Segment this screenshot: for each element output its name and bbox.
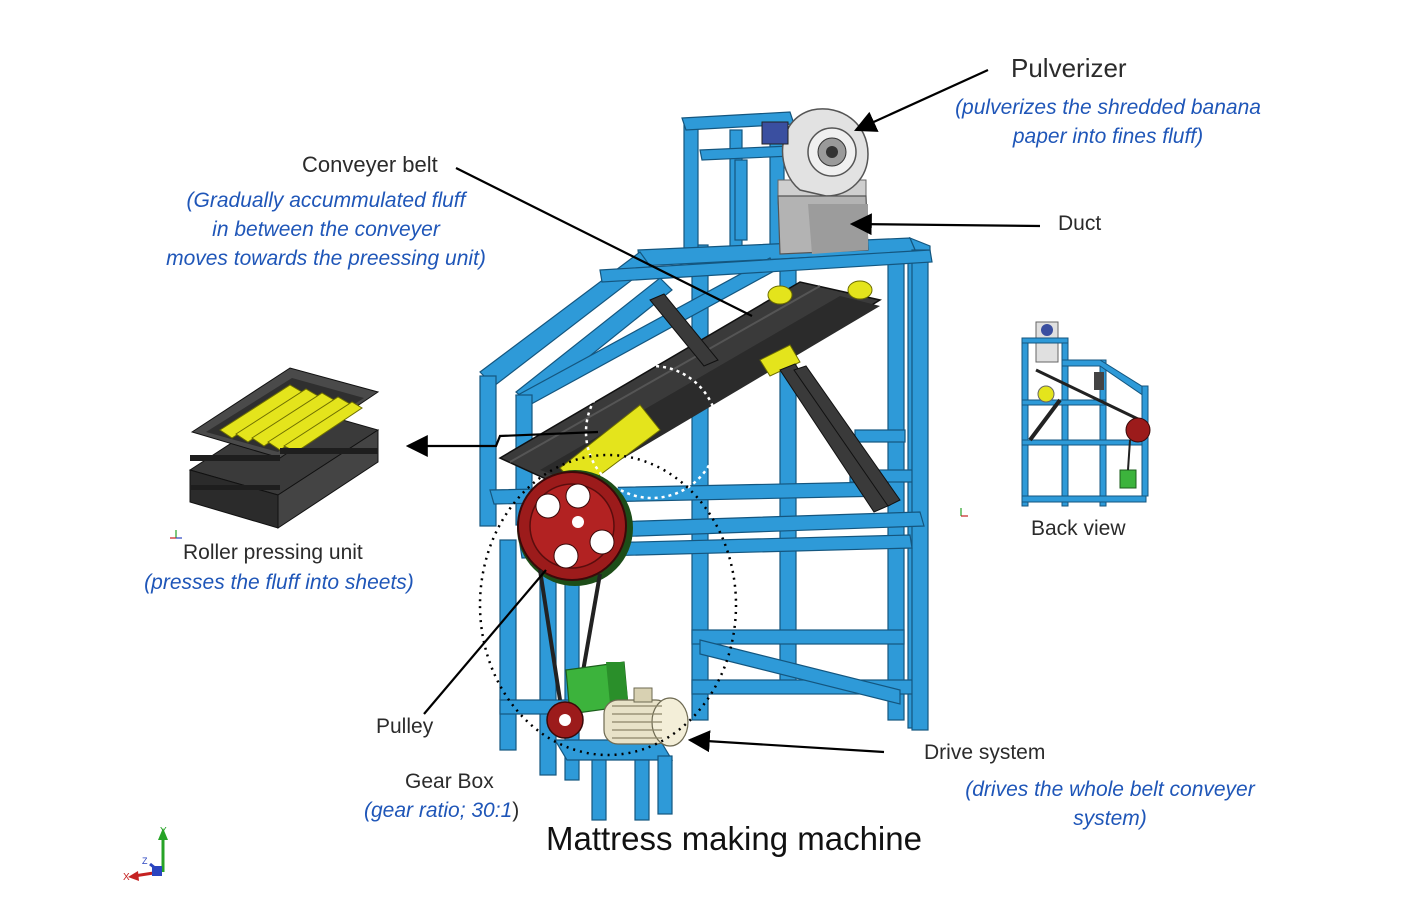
axis-z-label: Z (142, 856, 148, 866)
drive-arrow (687, 730, 885, 754)
pulverizer-label: Pulverizer (1011, 53, 1127, 83)
diagram-title: Mattress making machine (546, 820, 922, 857)
motor (603, 687, 689, 747)
small-axis-triad-b (960, 508, 968, 517)
main-machine (478, 108, 933, 821)
roller-unit-highlight (584, 364, 720, 500)
gear-box (546, 661, 629, 739)
roller-arrow (405, 430, 599, 457)
drive-desc-line: system) (1073, 807, 1147, 830)
conveyor-rollers (559, 280, 873, 491)
roller-label: Roller pressing unit (183, 541, 363, 564)
duct-arrow (849, 213, 1041, 236)
leader-lines (405, 68, 1041, 754)
pulverizer-desc-line: paper into fines fluff) (1012, 125, 1204, 148)
diagonal-struts (649, 293, 901, 513)
drive-highlight (478, 453, 738, 757)
big-pulley (517, 470, 633, 586)
small-axis-triad-a (170, 530, 182, 539)
drive-desc: (drives the whole belt conveyer system) (948, 775, 1272, 833)
conveyer-desc-line: (Gradually accummulated fluff (186, 189, 466, 212)
roller-desc-line: (presses the fluff into sheets) (144, 571, 414, 594)
duct-label: Duct (1058, 212, 1102, 235)
axis-triad: Y X Z (123, 826, 168, 883)
gearbox-label: Gear Box (405, 770, 494, 793)
roller-desc: (presses the fluff into sheets) (128, 568, 430, 597)
pulverizer-arrow (853, 68, 989, 132)
conveyer-desc: (Gradually accummulated fluff in between… (150, 186, 502, 273)
pulverizer-desc-line: (pulverizes the shredded banana (955, 96, 1261, 119)
conveyer-leader (455, 167, 753, 317)
axis-x-label: X (123, 872, 130, 883)
pulverizer-desc: (pulverizes the shredded banana paper in… (940, 93, 1276, 151)
gearbox-desc: (gear ratio; 30:1) (364, 796, 519, 825)
duct (777, 195, 869, 255)
conveyer-desc-line: in between the conveyer (212, 218, 440, 241)
drive-desc-line: (drives the whole belt conveyer (965, 778, 1255, 801)
gearbox-desc-close: ) (512, 799, 520, 822)
drive-label: Drive system (924, 741, 1046, 764)
roller-pressing-unit-detail (188, 367, 380, 529)
back-view-label: Back view (1031, 517, 1126, 540)
gearbox-desc-main: (gear ratio; 30:1 (364, 799, 513, 822)
motor-base (553, 739, 674, 821)
conveyer-desc-line: moves towards the preessing unit) (166, 247, 486, 270)
axis-y-label: Y (160, 826, 167, 837)
back-view-drawing (1021, 321, 1151, 507)
pulley-label: Pulley (376, 715, 434, 738)
conveyer-label: Conveyer belt (302, 152, 438, 177)
pulley-leader (423, 569, 547, 715)
